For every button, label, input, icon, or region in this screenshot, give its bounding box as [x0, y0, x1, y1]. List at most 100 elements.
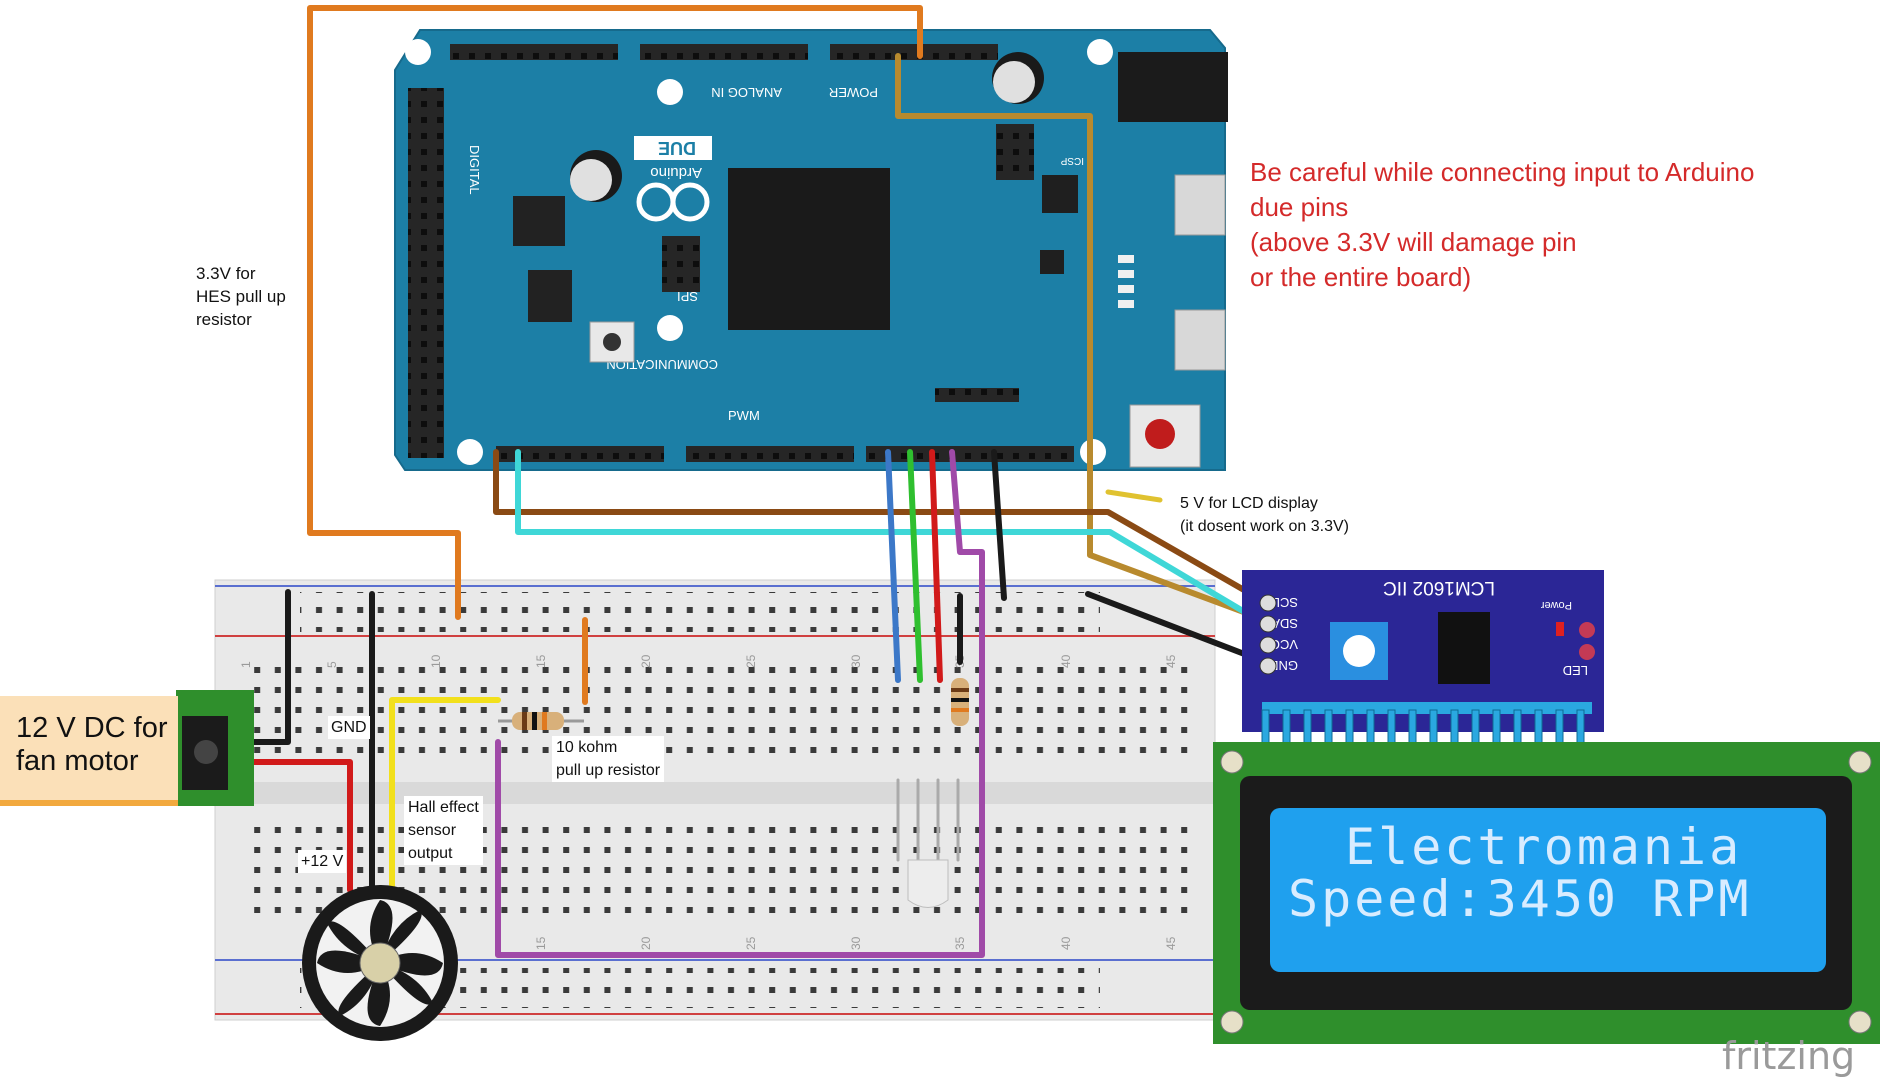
svg-text:1: 1 [239, 661, 253, 668]
fritzing-watermark: fritzing [1722, 1034, 1856, 1078]
wire-blue [885, 449, 901, 683]
capacitor-top [570, 159, 612, 201]
svg-text:25: 25 [744, 654, 758, 668]
warning-line: (above 3.3V will damage pin [1250, 227, 1577, 257]
power-supply-label: 12 V DC for fan motor [0, 696, 178, 806]
terminal-strip-upper [240, 664, 1200, 764]
capacitor-top [993, 61, 1035, 103]
pin-scl [1259, 594, 1277, 612]
wire-hall-yellow [389, 697, 501, 893]
led [1118, 285, 1134, 293]
rgb-led [907, 859, 949, 908]
pcf8574-chip [1438, 612, 1490, 684]
arduino-due-board: ANALOG IN POWER DIGITAL COMMUNICATION PW… [394, 29, 1228, 471]
lcd-mount-hole [1848, 1010, 1872, 1034]
note-line: Hall effect [408, 799, 479, 816]
power-label-line: fan motor [16, 745, 139, 777]
note-line: 3.3V for [196, 264, 256, 283]
label-pullup-resistor: 10 kohm pull up resistor [552, 736, 665, 782]
svg-text:5: 5 [325, 661, 339, 668]
label-icsp: ICSP [1060, 155, 1084, 166]
note-line: sensor [408, 822, 457, 839]
power-label-line: 12 V DC for [16, 712, 168, 744]
led [1118, 300, 1134, 308]
pin-vcc-label: VCC [1271, 637, 1298, 652]
label-hall-output: Hall effect sensor output [404, 796, 483, 865]
top-power-rail-holes [300, 592, 1100, 632]
warning-line: Be careful while connecting input to Ard… [1250, 157, 1755, 187]
header-can [935, 388, 1019, 402]
header-analog-high [450, 44, 618, 60]
pullup-resistor [498, 712, 584, 730]
svg-text:30: 30 [849, 936, 863, 950]
arduino-brand-text: Arduino [650, 164, 702, 181]
header-spi [662, 236, 700, 292]
mount-hole [657, 79, 683, 105]
svg-text:30: 30 [849, 654, 863, 668]
pin-scl-label: SCL [1273, 595, 1298, 610]
i2c-backpack-module: LCM1602 IIC Power SCL SDA VCC GND LED [1242, 570, 1604, 747]
due-logo-text: DUE [658, 138, 696, 158]
note-line: HES pull up [196, 287, 286, 306]
arduino-infinity-logo [636, 182, 710, 222]
erase-button [603, 333, 621, 351]
dc-power-jack [1118, 52, 1228, 122]
wire-purple-hall [495, 449, 985, 958]
svg-text:25: 25 [744, 936, 758, 950]
label-analog-in: ANALOG IN [711, 85, 782, 100]
due-logo-box [634, 136, 712, 160]
svg-text:40: 40 [1059, 654, 1073, 668]
usb-port-native [1174, 309, 1226, 371]
label-digital: DIGITAL [467, 145, 482, 195]
power-led [1556, 622, 1564, 636]
led-jumper-pin [1579, 644, 1595, 660]
pin-vcc [1259, 636, 1277, 654]
wire-12v-red [245, 759, 353, 893]
label-plus-12v: +12 V [298, 850, 347, 873]
module-power-label: Power [1540, 599, 1572, 611]
warning-line: due pins [1250, 192, 1349, 222]
note-line: pull up resistor [556, 762, 661, 779]
svg-text:45: 45 [1164, 654, 1178, 668]
svg-text:45: 45 [1164, 936, 1178, 950]
svg-text:15: 15 [534, 936, 548, 950]
svg-text:15: 15 [534, 654, 548, 668]
header-communication [496, 446, 664, 462]
sam3x-chip [728, 168, 890, 330]
wire-gnd-arduino [991, 449, 1007, 601]
wire-sda-cyan [515, 449, 1261, 623]
label-power: POWER [829, 85, 878, 100]
wire-3v3-orange [307, 5, 923, 620]
header-icsp [996, 124, 1034, 180]
lcd-line-1: Electromania [1345, 818, 1743, 876]
led-jumper-label: LED [1563, 663, 1588, 678]
lcd-mount-hole [1220, 1010, 1244, 1034]
wire-gnd-supply [245, 589, 291, 745]
small-chip [1040, 250, 1064, 274]
svg-text:35: 35 [953, 936, 967, 950]
note-hes-pullup: 3.3V for HES pull up resistor [196, 262, 286, 331]
note-line: output [408, 845, 453, 862]
lcd-screen [1270, 808, 1826, 972]
wire-green [907, 449, 923, 683]
header-digital-double [408, 88, 444, 458]
contrast-pot-knob [1343, 635, 1375, 667]
mount-hole [457, 439, 483, 465]
header-pwm-high [866, 446, 1074, 462]
svg-text:20: 20 [639, 654, 653, 668]
wires [245, 5, 1263, 958]
label-pwm: PWM [728, 408, 760, 423]
pin-gnd [1259, 657, 1277, 675]
label-spi: SPI [677, 289, 698, 304]
pin-gnd-label: GND [1269, 658, 1298, 673]
led-resistor [951, 678, 969, 726]
header-analog-low [640, 44, 808, 60]
note-line: 5 V for LCD display [1180, 495, 1318, 512]
led [1118, 270, 1134, 278]
warning-line: or the entire board) [1250, 262, 1472, 292]
note-line: resistor [196, 310, 252, 329]
lcd-line-2: Speed:3450 RPM [1288, 870, 1752, 928]
lcd-mount-hole [1848, 750, 1872, 774]
wire-scl-brown [493, 449, 1261, 601]
mount-hole [405, 39, 431, 65]
